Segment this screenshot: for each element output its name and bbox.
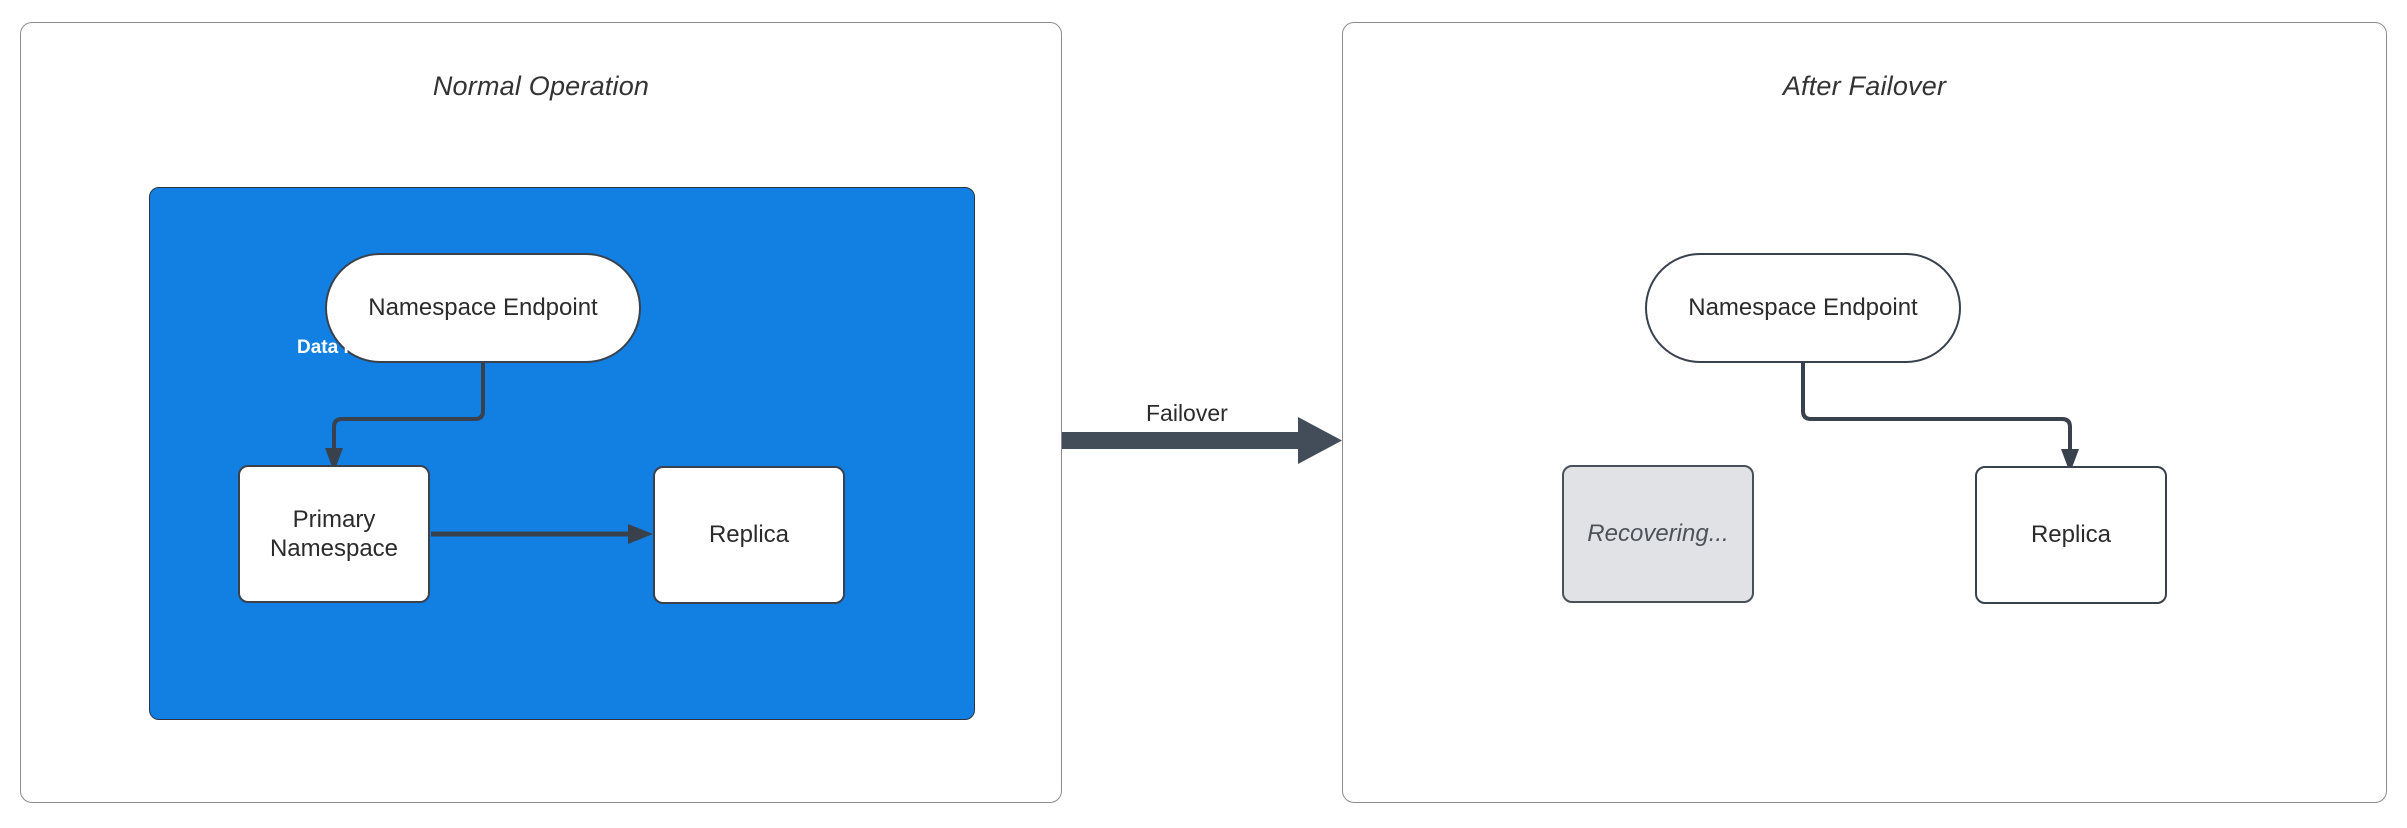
node-label-line1: Primary <box>292 505 376 533</box>
edge-label-data-replication: Data Replication <box>297 337 446 358</box>
node-replica-left[interactable]: Replica <box>653 466 845 604</box>
panel-title-normal-operation: Normal Operation <box>432 71 650 101</box>
node-recovering[interactable]: Recovering... <box>1562 465 1754 603</box>
node-label: Namespace Endpoint <box>1688 294 1918 322</box>
node-primary-namespace[interactable]: Primary Namespace <box>238 465 430 603</box>
node-namespace-endpoint-right[interactable]: Namespace Endpoint <box>1645 253 1961 363</box>
node-label: Replica <box>708 521 790 549</box>
node-label: Recovering... <box>1587 520 1729 548</box>
node-label-multiline: Primary Namespace <box>270 505 398 564</box>
node-label: Namespace Endpoint <box>368 294 598 322</box>
panel-after-failover: After Failover <box>1342 22 2387 803</box>
panel-normal-operation: Normal Operation <box>20 22 1062 803</box>
panel-title-after-failover: After Failover <box>1782 71 1947 101</box>
node-label: Replica <box>2030 521 2112 549</box>
node-label-line2: Namespace <box>269 535 399 562</box>
failover-label: Failover <box>1146 400 1228 426</box>
node-replica-right[interactable]: Replica <box>1975 466 2167 604</box>
node-namespace-endpoint-left[interactable]: Namespace Endpoint <box>325 253 641 363</box>
